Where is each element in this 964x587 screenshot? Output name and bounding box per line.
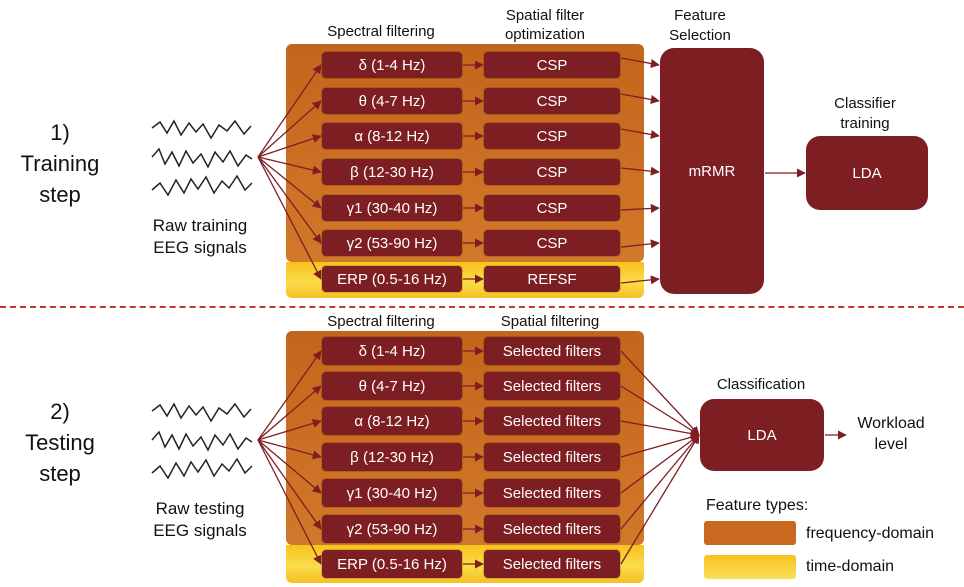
training-band-gamma1: γ1 (30-40 Hz) bbox=[322, 195, 462, 221]
testing-frequency-panel bbox=[286, 331, 644, 545]
training-csp-delta: CSP bbox=[484, 52, 620, 78]
training-feature-header-line2: Selection bbox=[669, 27, 731, 44]
testing-eeg-wave-2 bbox=[151, 430, 253, 452]
training-spatial-header-line1: Spatial filter bbox=[505, 7, 585, 24]
training-mrmr-box: mRMR bbox=[660, 48, 764, 294]
testing-signals-label-line1: Raw testing bbox=[155, 499, 245, 518]
training-step-title: Training bbox=[20, 151, 100, 176]
training-signals-label-line2: EEG signals bbox=[153, 238, 247, 257]
training-lda-box: LDA bbox=[806, 136, 928, 210]
training-csp-alpha: CSP bbox=[484, 123, 620, 149]
testing-filter-gamma2: Selected filters bbox=[484, 515, 620, 543]
training-classifier-header-line2: training bbox=[840, 115, 890, 132]
testing-step-title: Testing bbox=[25, 430, 95, 455]
training-eeg-wave-1 bbox=[151, 119, 252, 140]
testing-filter-alpha: Selected filters bbox=[484, 407, 620, 435]
training-step-word: step bbox=[39, 182, 81, 207]
training-refsf: REFSF bbox=[484, 266, 620, 292]
testing-filter-beta: Selected filters bbox=[484, 443, 620, 471]
training-eeg-wave-2 bbox=[151, 147, 253, 169]
training-band-delta: δ (1-4 Hz) bbox=[322, 52, 462, 78]
training-spatial-header-line2: optimization bbox=[504, 26, 586, 43]
training-signals-label-line1: Raw training bbox=[152, 216, 248, 235]
legend-swatch-frequency bbox=[704, 521, 796, 545]
training-csp-theta: CSP bbox=[484, 88, 620, 114]
testing-spectral-header: Spectral filtering bbox=[327, 313, 435, 330]
training-band-beta: β (12-30 Hz) bbox=[322, 159, 462, 185]
legend-label-frequency: frequency-domain bbox=[806, 525, 935, 542]
testing-spatial-header: Spatial filtering bbox=[500, 313, 600, 330]
testing-eeg-wave-1 bbox=[151, 402, 252, 423]
workload-output-line2: level bbox=[874, 436, 908, 453]
training-csp-beta: CSP bbox=[484, 159, 620, 185]
step-divider-line bbox=[0, 306, 964, 308]
training-csp-gamma1: CSP bbox=[484, 195, 620, 221]
training-eeg-wave-3 bbox=[151, 174, 253, 197]
testing-step-word: step bbox=[39, 461, 81, 486]
testing-filter-theta: Selected filters bbox=[484, 372, 620, 400]
training-spectral-header: Spectral filtering bbox=[327, 23, 435, 40]
legend-label-time: time-domain bbox=[806, 558, 895, 575]
training-csp-gamma2: CSP bbox=[484, 230, 620, 256]
training-frequency-panel bbox=[286, 44, 644, 262]
testing-signals-label-line2: EEG signals bbox=[153, 521, 247, 540]
training-feature-header-line1: Feature bbox=[674, 7, 726, 24]
testing-filter-erp: Selected filters bbox=[484, 550, 620, 578]
testing-classification-header: Classification bbox=[716, 376, 806, 393]
testing-filter-delta: Selected filters bbox=[484, 337, 620, 365]
training-band-gamma2: γ2 (53-90 Hz) bbox=[322, 230, 462, 256]
testing-band-theta: θ (4-7 Hz) bbox=[322, 372, 462, 400]
testing-band-beta: β (12-30 Hz) bbox=[322, 443, 462, 471]
workload-output-line1: Workload bbox=[857, 415, 925, 432]
testing-band-alpha: α (8-12 Hz) bbox=[322, 407, 462, 435]
testing-band-gamma2: γ2 (53-90 Hz) bbox=[322, 515, 462, 543]
testing-band-erp: ERP (0.5-16 Hz) bbox=[322, 550, 462, 578]
training-band-erp: ERP (0.5-16 Hz) bbox=[322, 266, 462, 292]
training-classifier-header-line1: Classifier bbox=[834, 95, 896, 112]
testing-filter-gamma1: Selected filters bbox=[484, 479, 620, 507]
testing-band-delta: δ (1-4 Hz) bbox=[322, 337, 462, 365]
training-band-alpha: α (8-12 Hz) bbox=[322, 123, 462, 149]
testing-eeg-wave-3 bbox=[151, 457, 253, 480]
training-band-theta: θ (4-7 Hz) bbox=[322, 88, 462, 114]
testing-lda-box: LDA bbox=[700, 399, 824, 471]
legend-title: Feature types: bbox=[706, 497, 809, 514]
training-step-number: 1) bbox=[50, 120, 70, 145]
testing-step-number: 2) bbox=[50, 399, 70, 424]
legend-swatch-time bbox=[704, 555, 796, 579]
testing-band-gamma1: γ1 (30-40 Hz) bbox=[322, 479, 462, 507]
